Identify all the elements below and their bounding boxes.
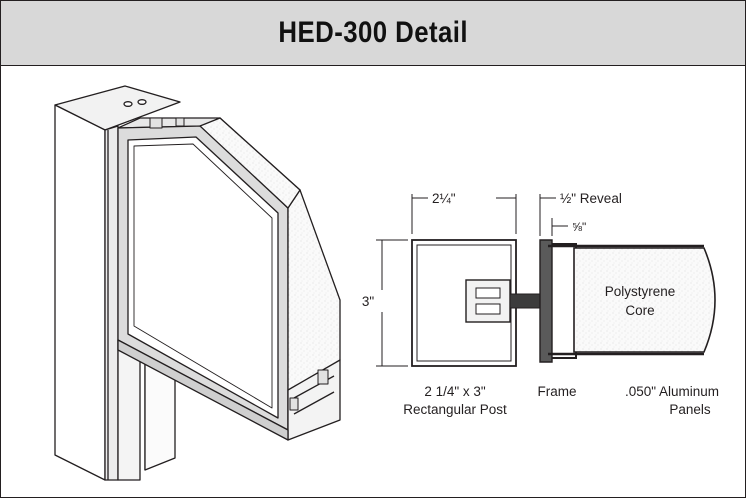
frame-channel <box>539 239 553 363</box>
panels-label-line1: .050" Aluminum <box>625 384 719 399</box>
frame-label: Frame <box>537 384 576 399</box>
frame-channel-bottom <box>552 346 577 359</box>
core-top-face <box>199 117 301 209</box>
dim-frame-label: ⅝" <box>572 220 586 234</box>
panel-front-face <box>127 136 279 419</box>
end-channel-clip <box>317 369 329 385</box>
frame-bottom-edge <box>117 339 289 441</box>
panels-label-line2: Panels <box>669 402 711 417</box>
dim-height-label: 3" <box>362 294 375 309</box>
frame-extrusion-slot-bottom <box>475 303 501 315</box>
end-channel-clip-2 <box>289 397 299 411</box>
section-view <box>376 194 716 367</box>
post-side <box>104 125 119 481</box>
dim-post-width-label: 2¼" <box>432 191 456 206</box>
header-bar: HED-300 Detail <box>1 1 745 66</box>
panel-inner-border <box>133 143 273 409</box>
post-screw-right <box>137 99 147 105</box>
post-front <box>54 104 106 481</box>
core-section <box>573 247 716 353</box>
dim-reveal-label: ½" Reveal <box>560 191 622 206</box>
post-label-line1: 2 1/4" x 3" <box>424 384 486 399</box>
frame-extrusion-slot-top <box>475 287 501 299</box>
post-lower-face <box>117 339 141 481</box>
core-label-line1: Polystyrene <box>605 284 676 299</box>
page-title: HED-300 Detail <box>278 16 468 49</box>
frame-extrusion <box>465 279 511 323</box>
end-channel-lip-2 <box>293 391 335 415</box>
core-label-line2: Core <box>625 303 654 318</box>
post-screw-left <box>123 101 133 107</box>
post-label-line2: Rectangular Post <box>403 402 507 417</box>
frame-top-clip <box>149 117 163 129</box>
frame-top-clip-2 <box>175 117 185 127</box>
isometric-view <box>54 85 341 481</box>
